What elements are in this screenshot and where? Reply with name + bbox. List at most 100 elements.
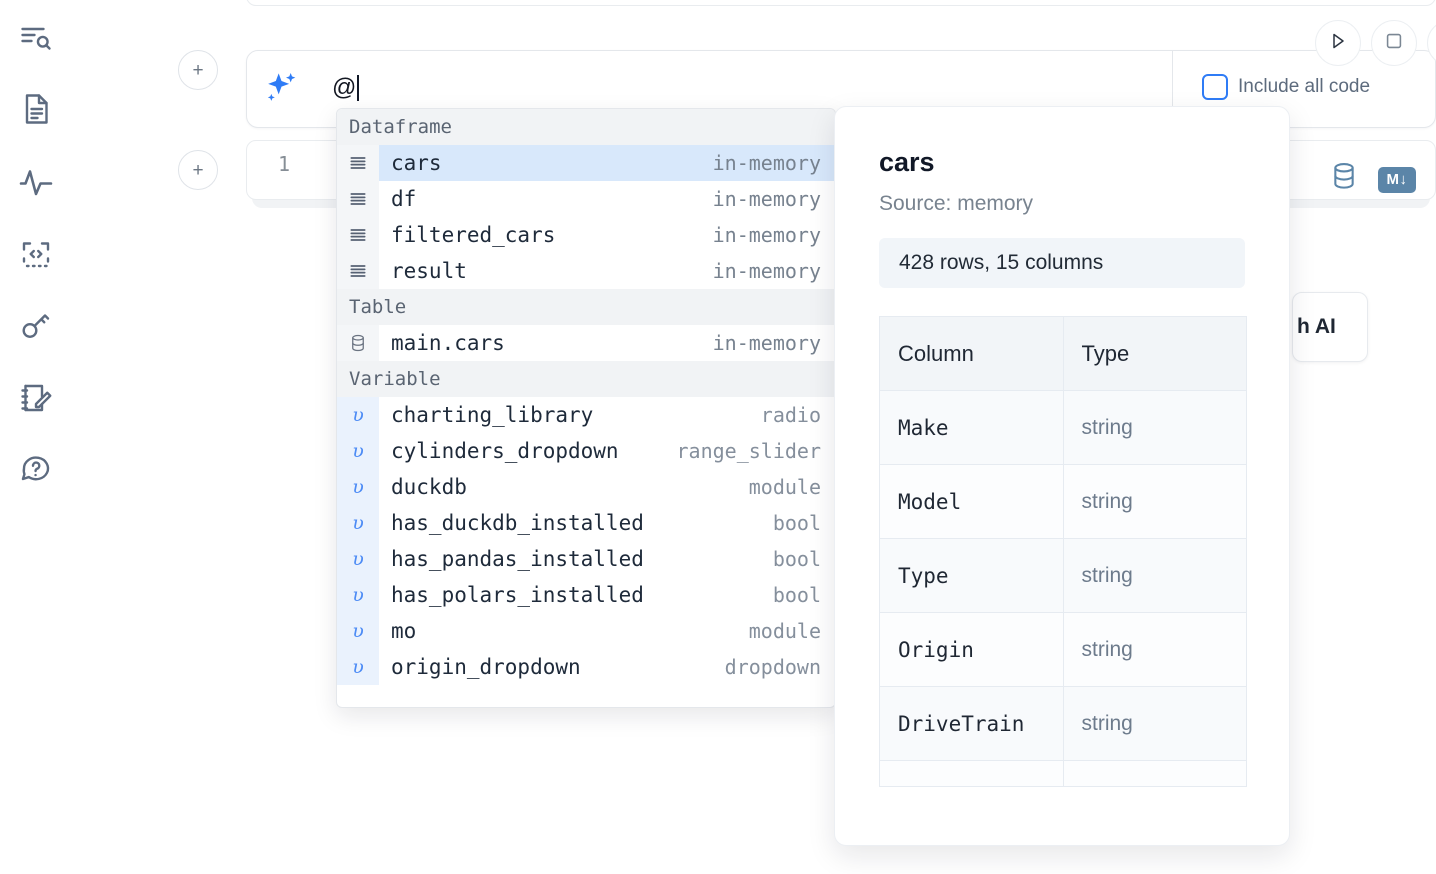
table-header-row: Column Type [880, 317, 1247, 391]
cell-column-name: DriveTrain [880, 687, 1064, 761]
sidebar-item-files[interactable] [12, 85, 60, 133]
variable-icon: υ [337, 397, 379, 433]
autocomplete-item-kind: in-memory [713, 187, 835, 211]
sidebar-item-explore[interactable] [12, 14, 60, 62]
variable-icon: υ [337, 541, 379, 577]
file-document-icon [18, 91, 54, 127]
autocomplete-item-name: origin_dropdown [379, 655, 725, 679]
table-row: Typestring [880, 539, 1247, 613]
stop-button[interactable] [1371, 20, 1417, 66]
add-cell-above-button[interactable]: + [178, 50, 218, 90]
autocomplete-item[interactable]: υduckdbmodule [337, 469, 835, 505]
sidebar-item-scratchpad[interactable] [12, 374, 60, 422]
cell-column-name: Type [880, 539, 1064, 613]
variable-icon: υ [337, 469, 379, 505]
autocomplete-item-kind: module [749, 619, 835, 643]
autocomplete-item-name: df [379, 187, 713, 211]
cell-column-name: Origin [880, 613, 1064, 687]
autocomplete-item[interactable]: υmomodule [337, 613, 835, 649]
sparkles-icon [262, 68, 302, 108]
sidebar-item-snippets[interactable] [12, 230, 60, 278]
scratchpad-edit-icon [18, 380, 54, 416]
dataframe-icon [337, 181, 379, 217]
code-snippets-icon [18, 236, 54, 272]
detail-shape-badge: 428 rows, 15 columns [879, 238, 1245, 288]
cell-column-type: string [1063, 391, 1247, 465]
autocomplete-item-kind: bool [773, 511, 835, 535]
text-caret [357, 75, 359, 101]
autocomplete-group-header: Dataframe [337, 109, 835, 145]
ai-prompt-input[interactable]: @ [332, 70, 359, 106]
autocomplete-item[interactable]: υhas_duckdb_installedbool [337, 505, 835, 541]
autocomplete-item-name: filtered_cars [379, 223, 713, 247]
variable-icon: υ [337, 433, 379, 469]
autocomplete-item[interactable]: carsin-memory [337, 145, 835, 181]
database-icon[interactable] [1330, 162, 1358, 197]
table-row: DriveTrainstring [880, 687, 1247, 761]
secrets-key-icon [18, 308, 54, 344]
include-all-code-label: Include all code [1238, 76, 1370, 98]
autocomplete-item[interactable]: main.carsin-memory [337, 325, 835, 361]
autocomplete-item-name: has_polars_installed [379, 583, 773, 607]
cell-column-name: Model [880, 465, 1064, 539]
markdown-badge-icon[interactable]: M↓ [1378, 167, 1416, 193]
variable-icon: υ [337, 613, 379, 649]
autocomplete-group-header: Variable [337, 361, 835, 397]
autocomplete-item[interactable]: dfin-memory [337, 181, 835, 217]
cell-column-type: string [1063, 539, 1247, 613]
activity-pulse-icon [18, 164, 54, 200]
autocomplete-dropdown[interactable]: Dataframecarsin-memorydfin-memoryfiltere… [336, 108, 836, 708]
autocomplete-item-name: cylinders_dropdown [379, 439, 677, 463]
sidebar-item-secrets[interactable] [12, 302, 60, 350]
autocomplete-item[interactable]: υhas_polars_installedbool [337, 577, 835, 613]
sidebar-item-activity[interactable] [12, 158, 60, 206]
help-question-icon [18, 452, 54, 488]
autocomplete-item-name: duckdb [379, 475, 749, 499]
autocomplete-item[interactable]: υorigin_dropdowndropdown [337, 649, 835, 685]
autocomplete-item-kind: range_slider [677, 439, 836, 463]
include-all-code-row[interactable]: Include all code [1202, 74, 1370, 100]
add-cell-below-button[interactable]: + [178, 150, 218, 190]
variable-icon: υ [337, 505, 379, 541]
dataframe-icon [337, 145, 379, 181]
autocomplete-item-name: has_pandas_installed [379, 547, 773, 571]
autocomplete-item[interactable]: υcharting_libraryradio [337, 397, 835, 433]
cell-toolbar-icons: M↓ [1330, 162, 1416, 197]
cell-column-type: string [1063, 465, 1247, 539]
autocomplete-group-header: Table [337, 289, 835, 325]
cell-column-type: string [1063, 613, 1247, 687]
detail-schema-table: Column Type MakestringModelstringTypestr… [879, 316, 1247, 787]
sidebar-rail [0, 0, 72, 874]
detail-title: cars [879, 147, 1245, 178]
autocomplete-item-kind: in-memory [713, 151, 835, 175]
autocomplete-item[interactable]: υcylinders_dropdownrange_slider [337, 433, 835, 469]
column-header-column: Column [880, 317, 1064, 391]
dataframe-icon [337, 217, 379, 253]
generate-with-ai-label: h AI [1297, 315, 1336, 339]
play-triangle-icon [1326, 29, 1350, 58]
sidebar-item-help[interactable] [12, 446, 60, 494]
generate-with-ai-card[interactable]: h AI [1292, 292, 1368, 362]
autocomplete-item-kind: in-memory [713, 259, 835, 283]
autocomplete-item-kind: module [749, 475, 835, 499]
autocomplete-item[interactable]: υhas_pandas_installedbool [337, 541, 835, 577]
plus-icon: + [192, 161, 203, 180]
plus-icon: + [192, 61, 203, 80]
include-all-code-checkbox[interactable] [1202, 74, 1228, 100]
autocomplete-item-name: has_duckdb_installed [379, 511, 773, 535]
autocomplete-item[interactable]: filtered_carsin-memory [337, 217, 835, 253]
previous-cell [246, 0, 1436, 6]
autocomplete-item-name: mo [379, 619, 749, 643]
run-button[interactable] [1315, 20, 1361, 66]
autocomplete-item[interactable]: resultin-memory [337, 253, 835, 289]
cell-column-type: string [1063, 687, 1247, 761]
table-database-icon [337, 325, 379, 361]
autocomplete-item-name: result [379, 259, 713, 283]
line-number: 1 [266, 152, 290, 176]
stop-square-icon [1383, 30, 1405, 57]
autocomplete-item-kind: bool [773, 547, 835, 571]
table-row-partial [880, 761, 1247, 787]
explore-search-icon [18, 20, 54, 56]
cell-column-type [1063, 761, 1247, 787]
